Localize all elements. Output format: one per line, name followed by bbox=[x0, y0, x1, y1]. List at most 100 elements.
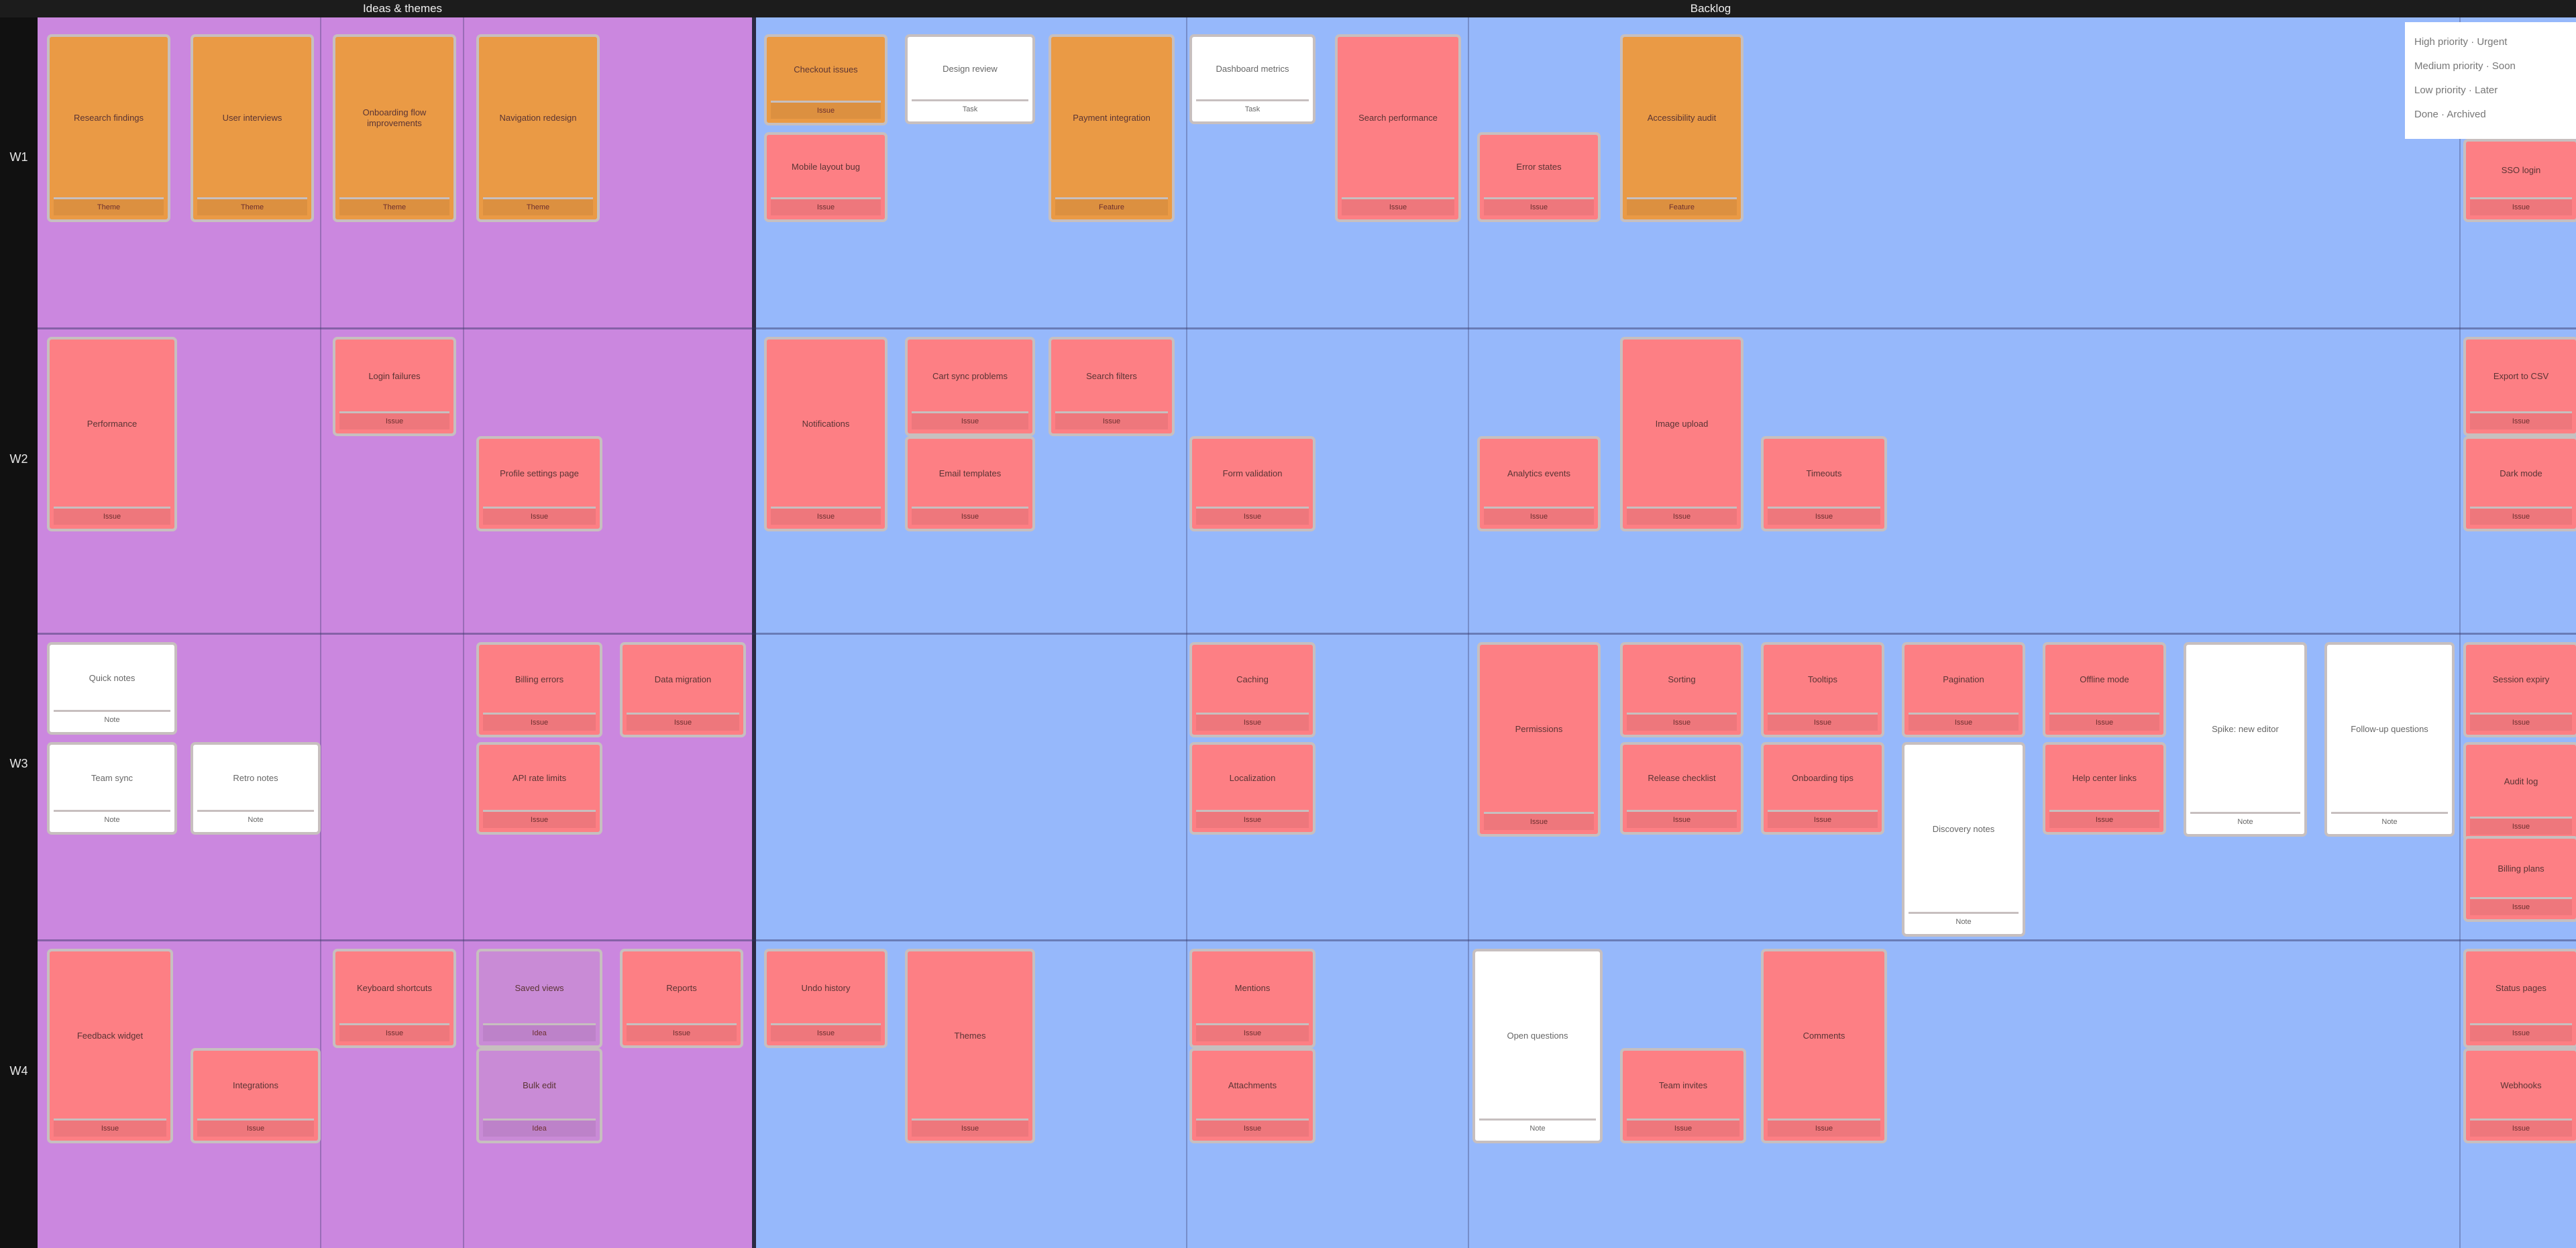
sticky-note-text: Mentions bbox=[1234, 983, 1271, 993]
sticky-note-tag: Issue bbox=[2470, 411, 2572, 429]
sticky-note-tag: Issue bbox=[2049, 713, 2159, 731]
sticky-note-text: Localization bbox=[1229, 773, 1276, 783]
sticky-note-tag: Theme bbox=[339, 197, 449, 215]
section-title-backlog: Backlog bbox=[1690, 2, 1731, 15]
sticky-note-text: Audit log bbox=[2504, 776, 2538, 786]
sticky-note-tag: Issue bbox=[1484, 812, 1594, 830]
sticky-note-text: Comments bbox=[1803, 1031, 1845, 1041]
priority-legend-card[interactable]: High priority · Urgent Medium priority ·… bbox=[2405, 22, 2576, 139]
sticky-note-text: Discovery notes bbox=[1932, 824, 1995, 834]
sticky-note-text: Email templates bbox=[938, 468, 1002, 478]
sticky-note-tag: Issue bbox=[2470, 1119, 2572, 1137]
row-label-w4: W4 bbox=[9, 1064, 28, 1078]
sticky-note-tag: Note bbox=[197, 810, 314, 828]
sticky-note-text: Integrations bbox=[233, 1080, 278, 1090]
sticky-note-text: Onboarding tips bbox=[1792, 773, 1854, 783]
sticky-note-text: Profile settings page bbox=[500, 468, 579, 478]
sticky-note-text: Reports bbox=[666, 983, 697, 993]
sticky-note-text: Sorting bbox=[1668, 674, 1696, 684]
row-label-w2: W2 bbox=[9, 452, 28, 466]
sticky-note-tag: Issue bbox=[627, 713, 739, 731]
sticky-note-tag: Issue bbox=[339, 411, 449, 429]
sticky-note-tag: Issue bbox=[483, 507, 596, 525]
sticky-note-tag: Issue bbox=[1342, 197, 1454, 215]
sticky-note-tag: Issue bbox=[1055, 411, 1168, 429]
sticky-note-text: Themes bbox=[954, 1031, 986, 1041]
sticky-note-tag: Note bbox=[2331, 812, 2448, 830]
section-divider bbox=[752, 17, 756, 1248]
sticky-note-tag: Issue bbox=[197, 1119, 314, 1137]
column-divider bbox=[1186, 17, 1187, 1248]
legend-line: High priority · Urgent bbox=[2414, 36, 2508, 48]
sticky-note-text: Billing plans bbox=[2498, 864, 2544, 874]
sticky-note-text: Search filters bbox=[1086, 371, 1137, 381]
sticky-note-tag: Issue bbox=[2470, 1023, 2572, 1041]
sticky-note-text: Checkout issues bbox=[794, 64, 858, 74]
